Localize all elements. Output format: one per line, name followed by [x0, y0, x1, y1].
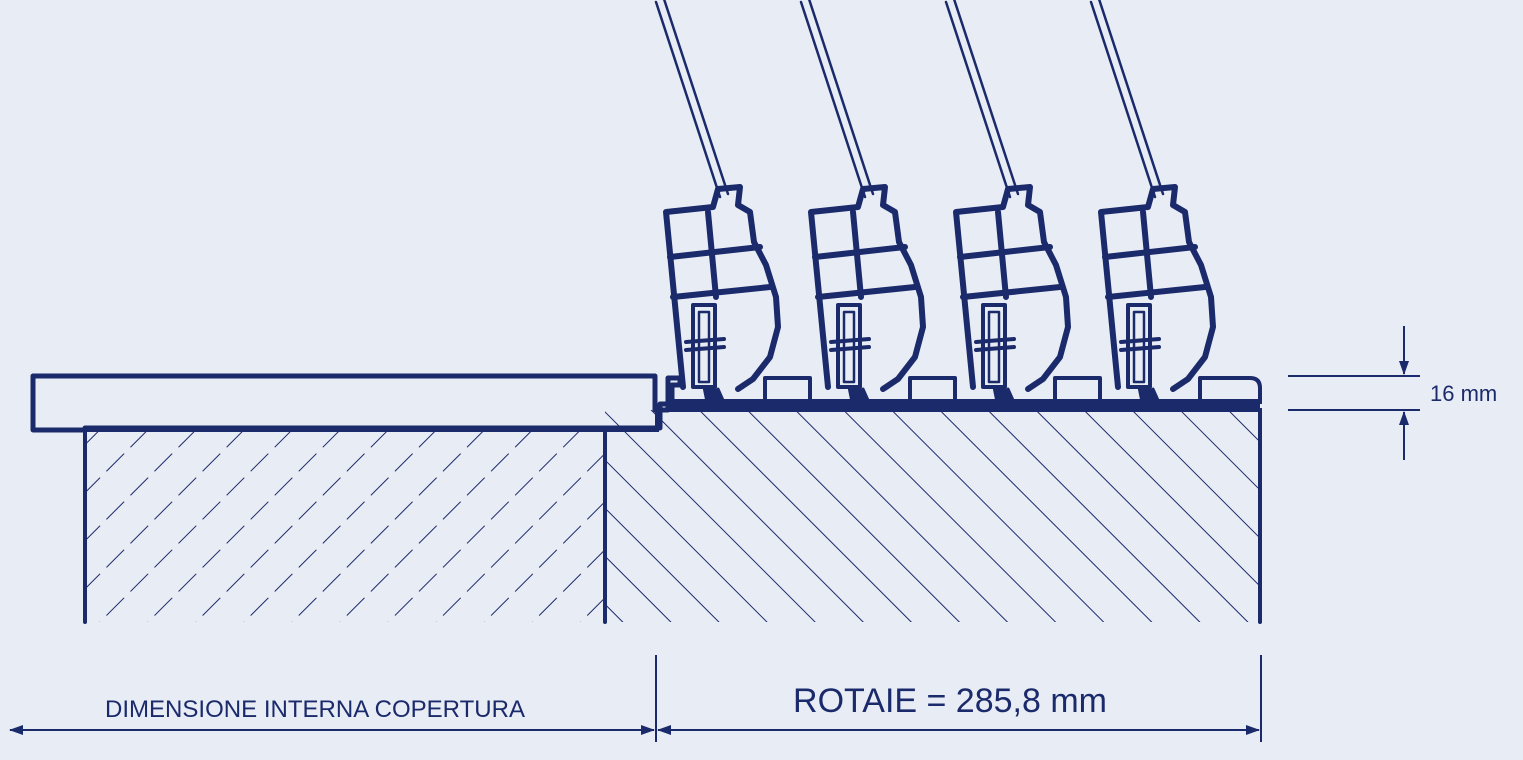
glass-panel-3	[946, 0, 1068, 407]
right-floor-section	[603, 408, 1262, 624]
rail-channels	[763, 376, 1262, 404]
glass-panel-4	[1091, 0, 1213, 407]
rail-dimension-label: ROTAIE = 285,8 mm	[793, 682, 1107, 720]
folded-panels	[656, 0, 1213, 407]
glass-panel-1	[656, 0, 778, 407]
height-dimension	[1288, 326, 1420, 460]
bottom-dimension-lines	[9, 655, 1262, 742]
left-floor-section	[83, 428, 607, 624]
glass-panel-2	[801, 0, 923, 407]
cover-plate	[30, 373, 683, 433]
rail-base	[670, 399, 1260, 410]
internal-cover-dimension-label: DIMENSIONE INTERNA COPERTURA	[105, 696, 525, 723]
height-dimension-label: 16 mm	[1430, 381, 1497, 406]
